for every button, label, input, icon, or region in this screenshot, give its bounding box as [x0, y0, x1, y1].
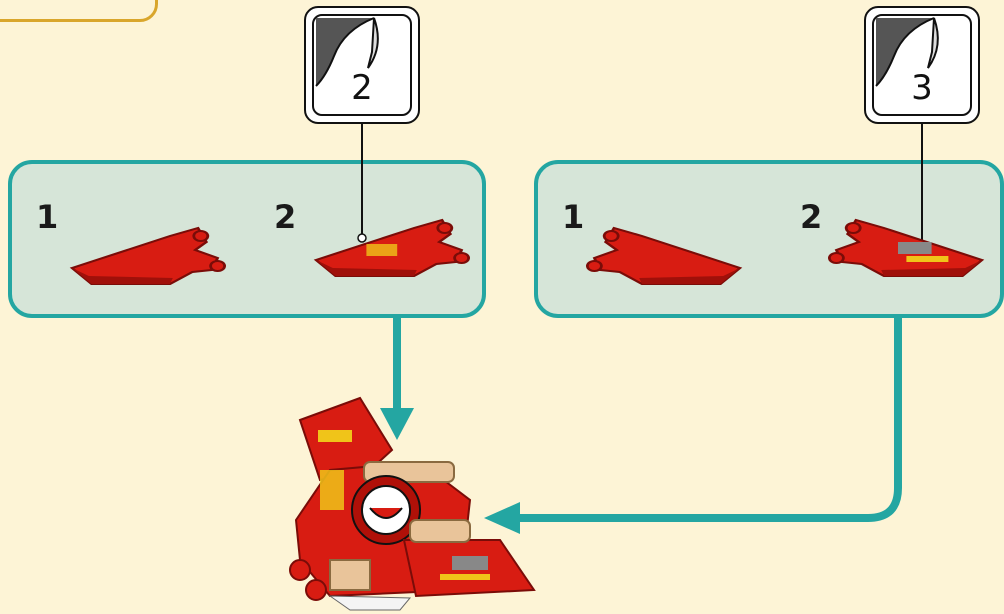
wing-plate-icon [70, 226, 226, 286]
sticker-icon: 2 [312, 14, 412, 116]
step-number: 2 [274, 198, 297, 236]
sticker-icon: 3 [872, 14, 972, 116]
corner-tab [0, 0, 158, 22]
wing-plate-icon [828, 218, 984, 278]
sticker-callout-3: 3 [864, 6, 980, 124]
wing-plate-icon [586, 226, 742, 286]
assembly-arrow [516, 318, 902, 522]
arrow-head [380, 408, 414, 440]
step-number: 1 [36, 198, 59, 236]
leader-dot [357, 233, 367, 243]
spaceship-model-icon [289, 396, 536, 611]
arrow-head [484, 502, 520, 534]
sticker-number: 2 [351, 68, 373, 108]
step-number: 2 [800, 198, 823, 236]
step-number: 1 [562, 198, 585, 236]
sticker-callout-2: 2 [304, 6, 420, 124]
sticker-number: 3 [911, 68, 933, 108]
wing-plate-icon [314, 218, 471, 278]
